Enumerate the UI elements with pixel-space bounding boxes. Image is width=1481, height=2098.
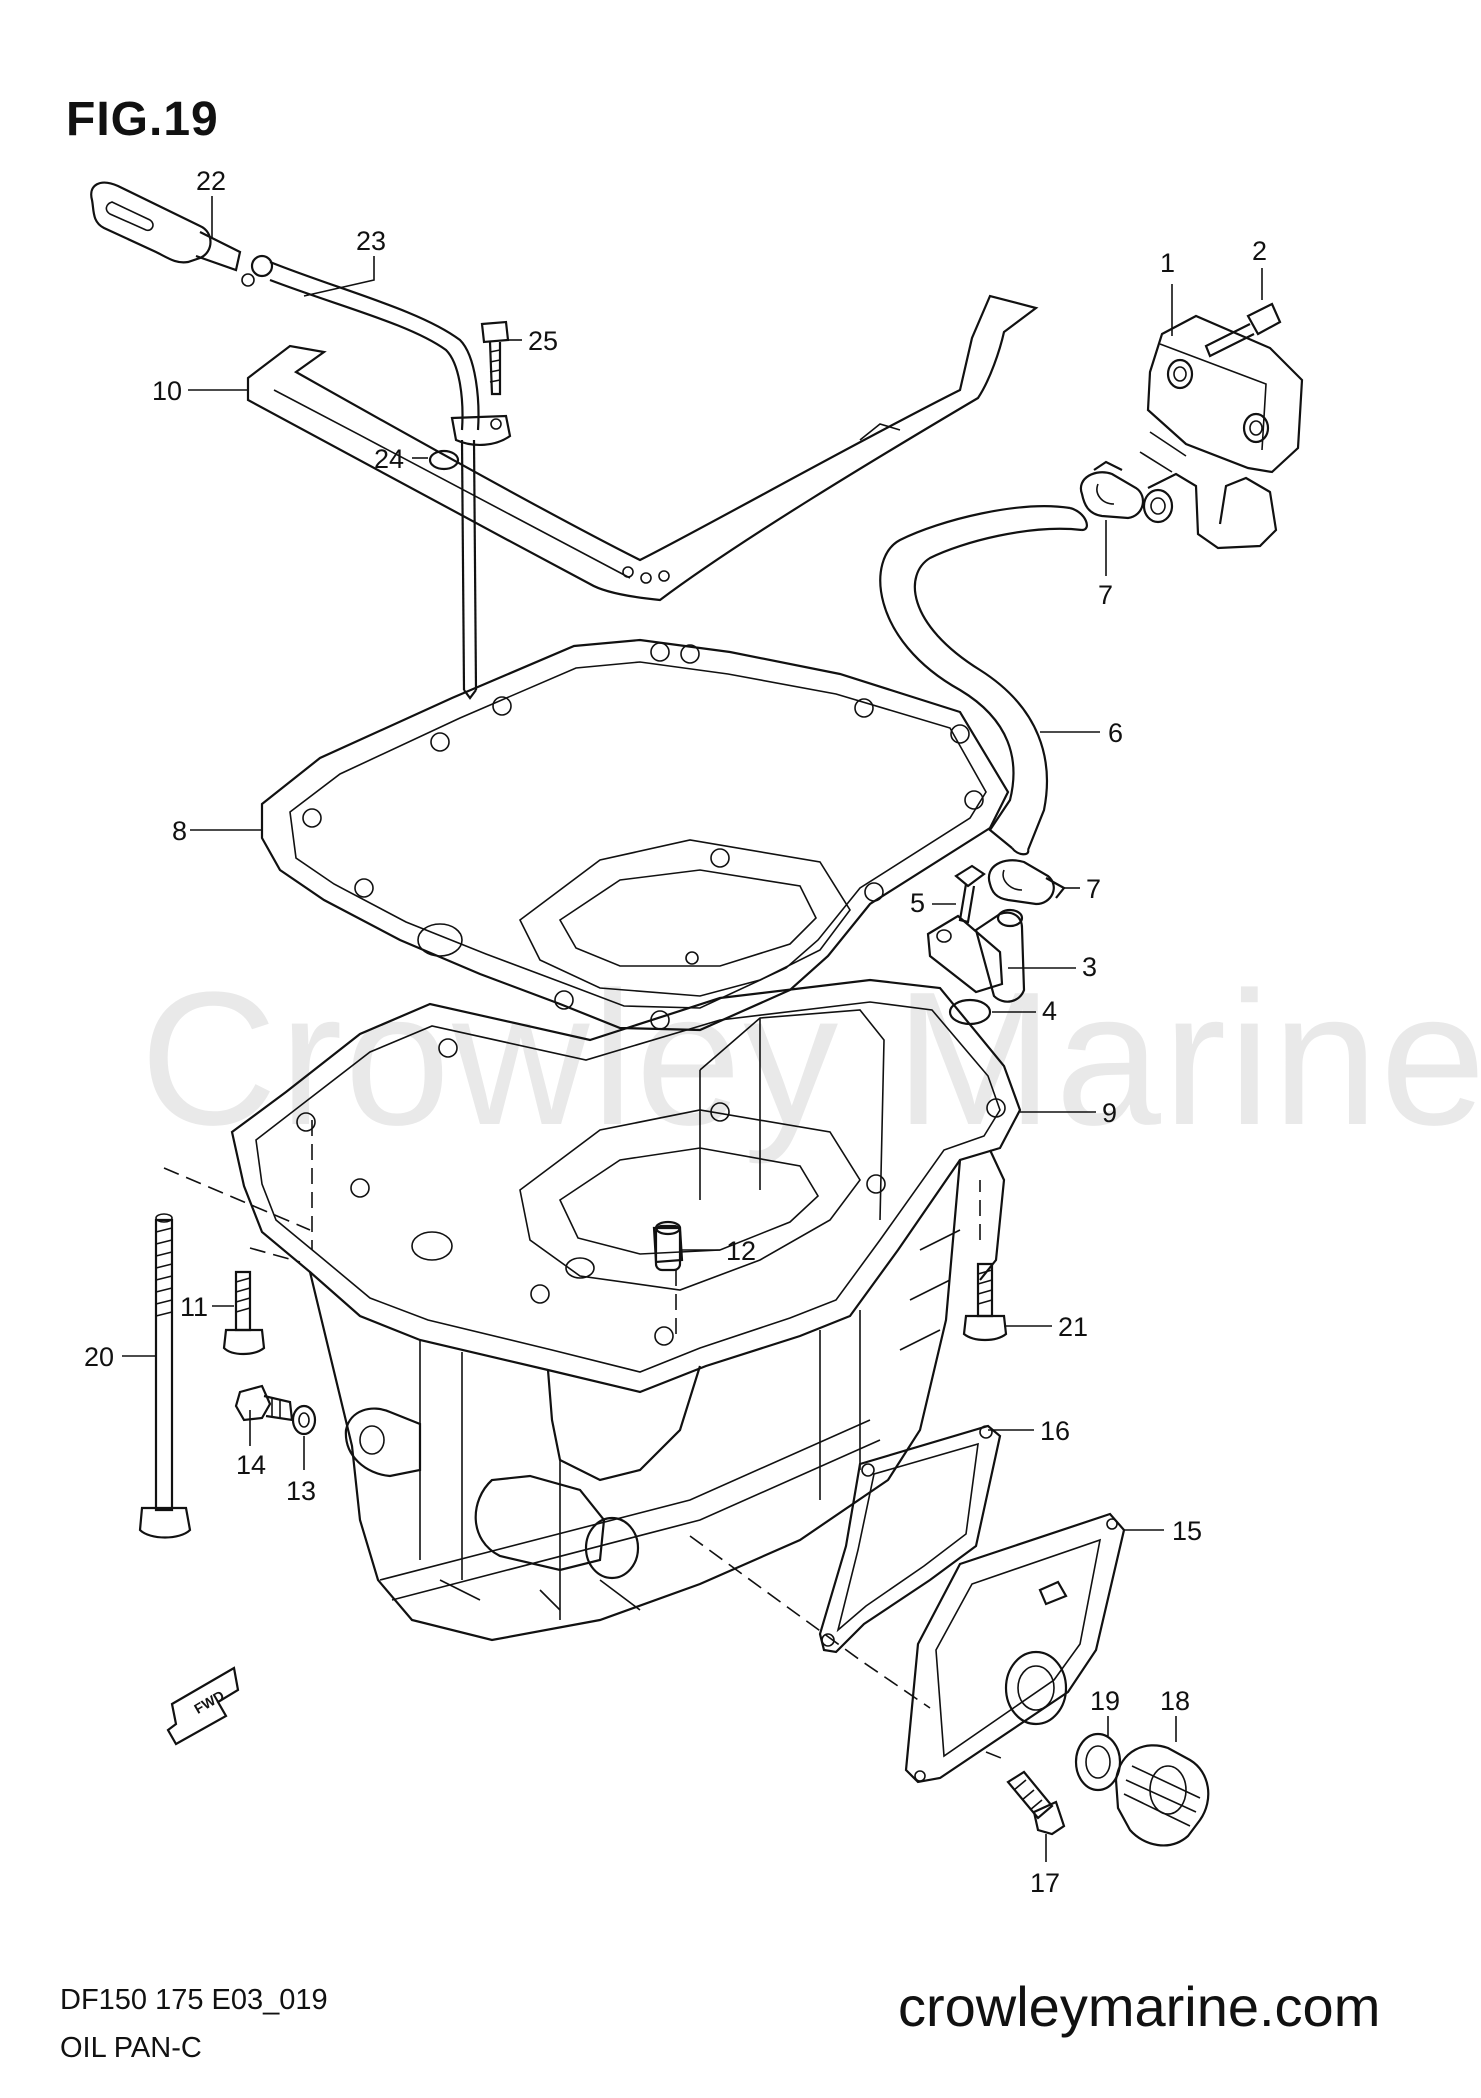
washer-13-part [291,1404,317,1436]
dipstick-tube-part [269,260,512,700]
callout-10: 10 [152,376,182,406]
o-ring-24-part [428,449,460,471]
callout-25: 25 [528,326,558,356]
bolt-25-part [480,320,510,396]
washer-19-part [1074,1732,1122,1792]
callout-22: 22 [196,166,226,196]
callout-14: 14 [236,1450,266,1480]
callout-21: 21 [1058,1312,1088,1342]
breather-hose-part [879,505,1088,856]
callout-17: 17 [1030,1868,1060,1898]
cover-gasket-16-part [818,1424,1002,1654]
long-bolt-20-part [138,1213,192,1539]
callout-23: 23 [356,226,386,256]
callout-6: 6 [1108,718,1123,748]
hose-clamp-7b-part [987,859,1066,906]
drain-plug-18-part [1114,1744,1210,1847]
callout-24: 24 [374,444,404,474]
site-url: crowleymarine.com [898,1975,1381,2038]
bolt-21-part [962,1262,1008,1342]
dipstick-handle-part [90,181,274,287]
assembly-lines [163,1120,1007,1761]
callout-16: 16 [1040,1416,1070,1446]
callout-11: 11 [180,1292,208,1322]
oil-pan-part [230,978,1022,1642]
figure-code: DF150 175 E03_019 [60,1984,328,2016]
cover-15-part [904,1512,1126,1784]
fwd-label: FWD [191,1687,227,1717]
figure-caption: OIL PAN-C [60,2032,202,2064]
callout-12: 12 [726,1236,756,1266]
bolt-17-part [1006,1770,1066,1836]
callout-8: 8 [172,816,187,846]
callout-13: 13 [286,1476,316,1506]
callout-20: 20 [84,1342,114,1372]
callout-1: 1 [1160,248,1175,278]
callout-4: 4 [1042,996,1057,1026]
bolt-11-part [222,1270,266,1356]
figure-title: FIG.19 [66,93,219,146]
leader-lines [122,196,1263,1862]
callout-18: 18 [1160,1686,1190,1716]
dowel-pin-part [652,1226,684,1264]
callout-labels: 1 2 3 4 5 6 7 7 8 9 10 11 12 13 14 15 16… [84,166,1267,1898]
bolt-5-part [954,864,986,924]
hose-clamp-7a-part [1079,460,1145,520]
callout-9: 9 [1102,1098,1117,1128]
drain-bolt-14-part [234,1384,294,1422]
o-ring-4-part [948,998,992,1026]
fitting-3-part [926,908,1026,1003]
baffle-plate-part [246,294,1039,602]
gasket-8-part [260,638,1010,1032]
watermark: Crowley Marine [140,953,1481,1165]
callout-15: 15 [1172,1516,1202,1546]
callout-19: 19 [1090,1686,1120,1716]
callout-7a: 7 [1098,580,1113,610]
forward-arrow-icon [166,1666,240,1746]
callout-2: 2 [1252,236,1267,266]
callout-3: 3 [1082,952,1097,982]
bolt-2-part [1204,302,1282,358]
callout-7b: 7 [1086,874,1101,904]
callout-5: 5 [910,888,925,918]
